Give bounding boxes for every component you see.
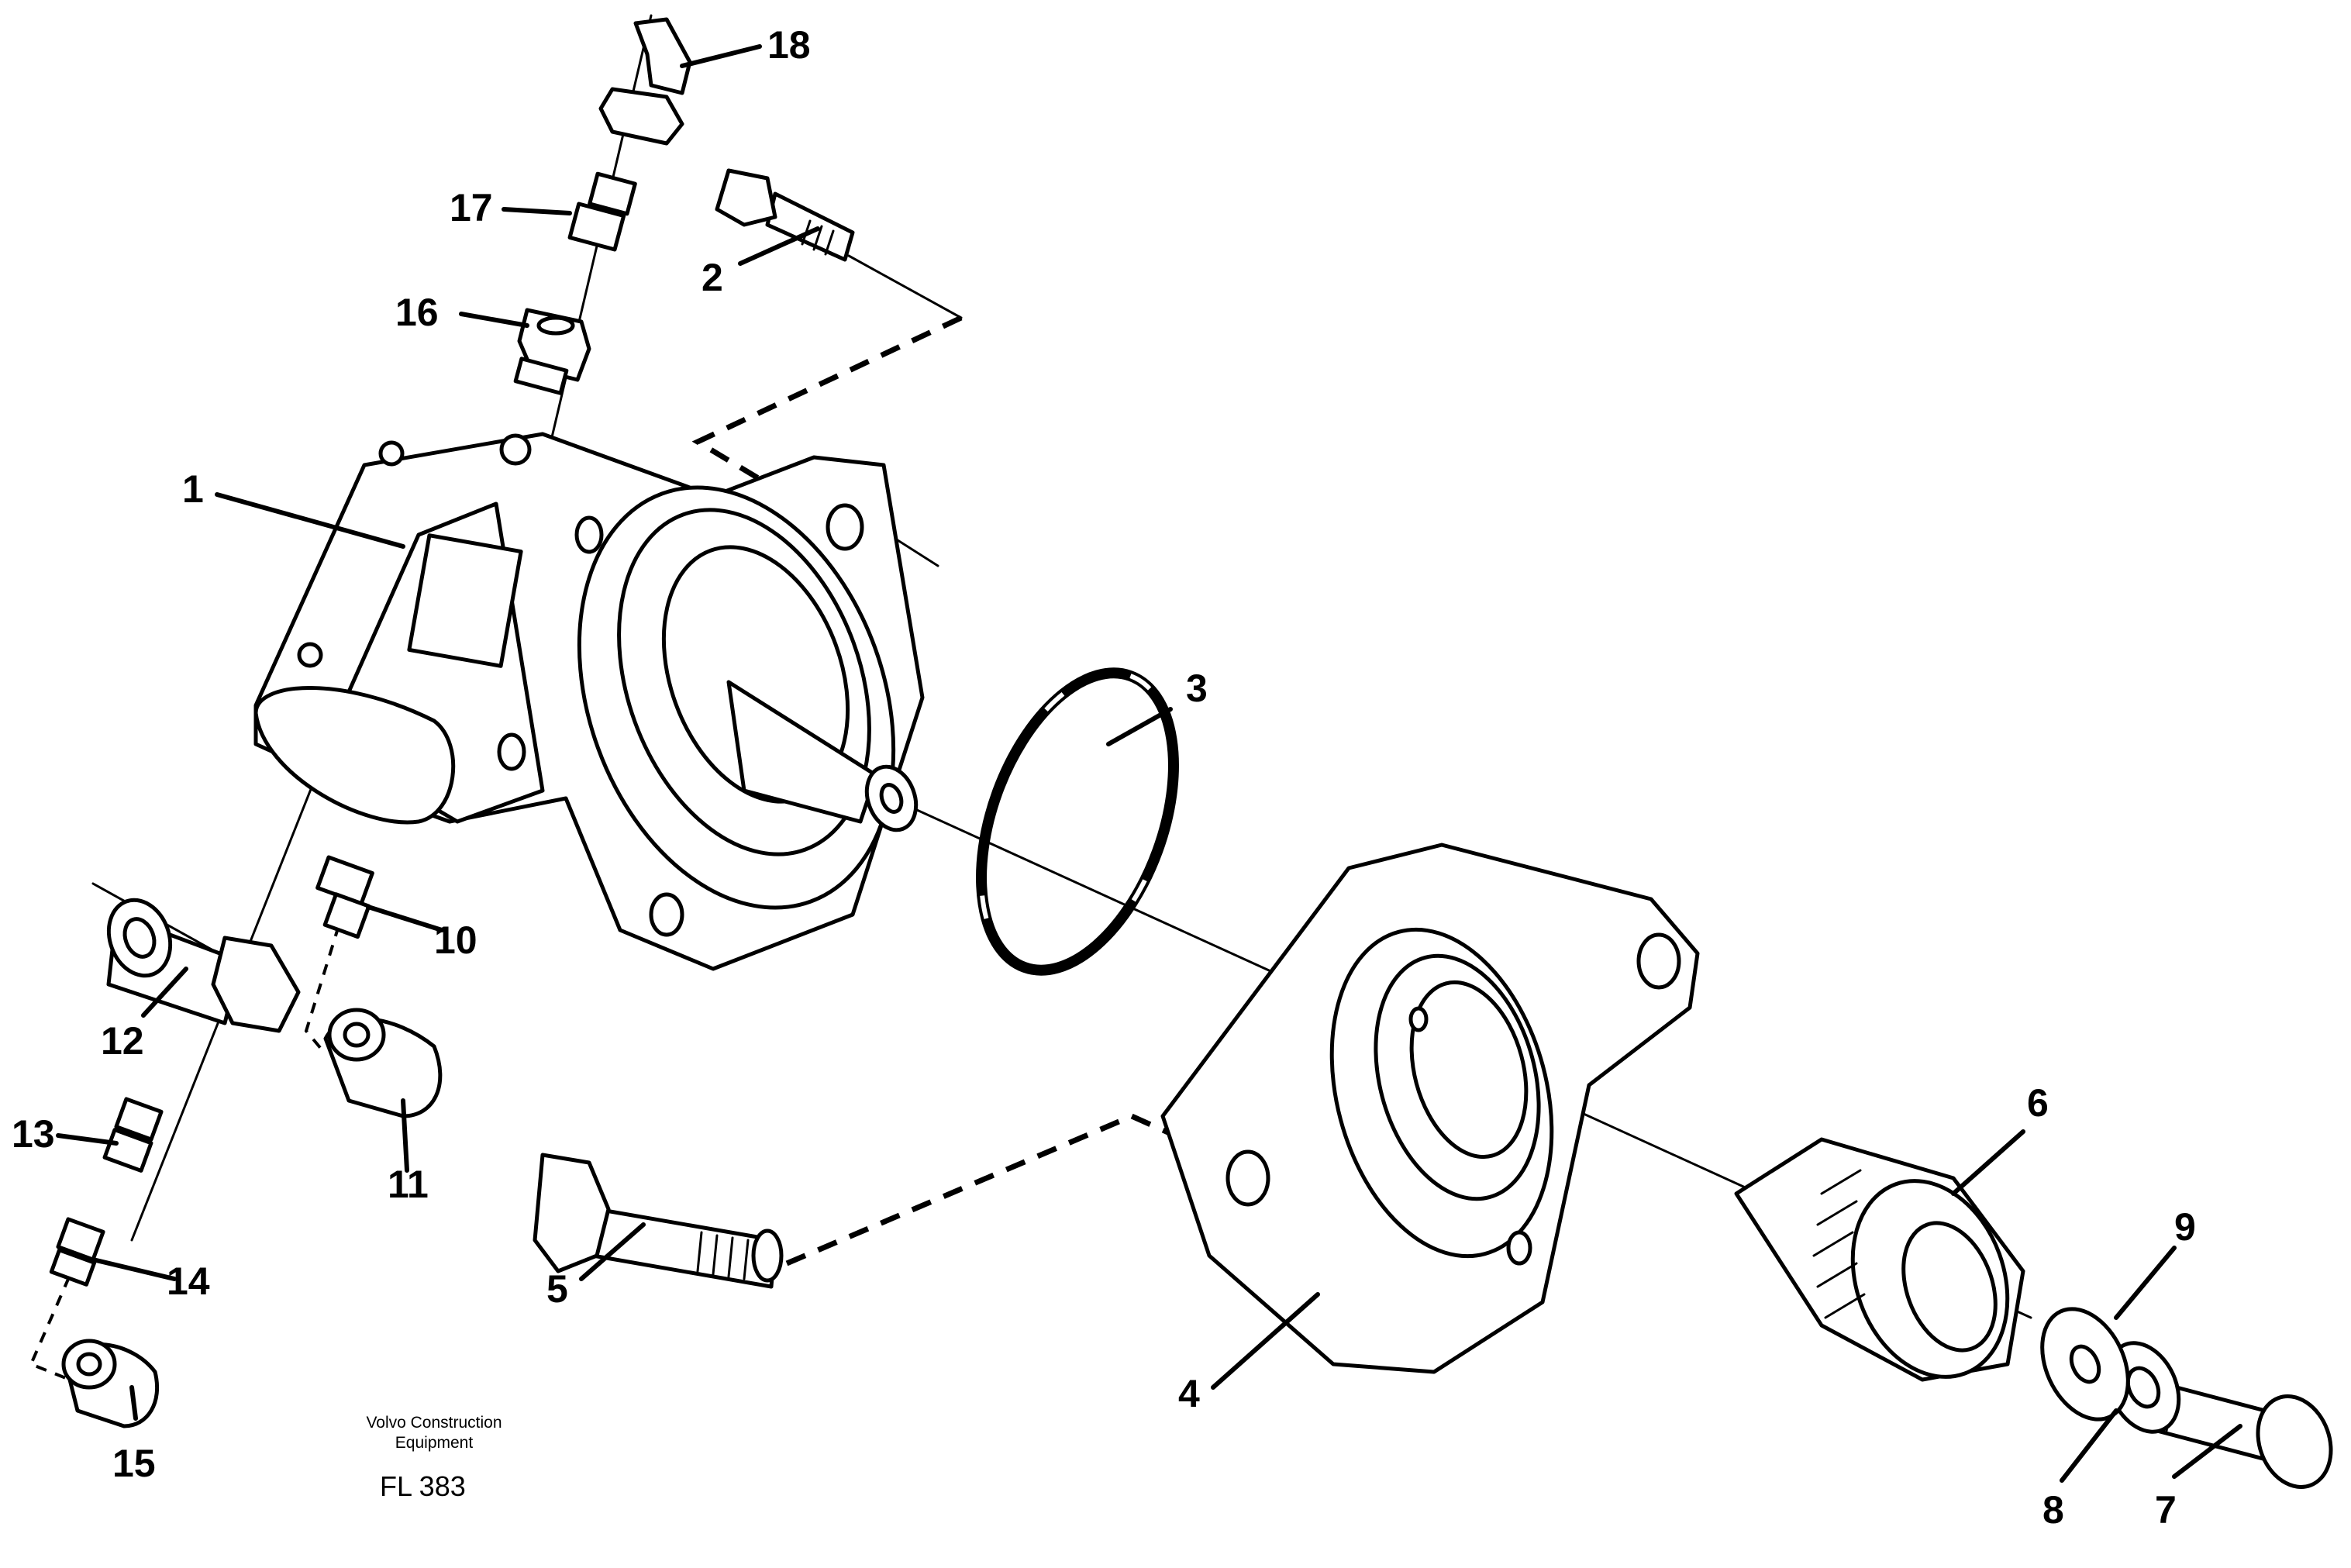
- label-part-18: 18: [767, 23, 811, 67]
- part-18-elbow: [598, 17, 692, 146]
- part-2-bolt: [715, 168, 855, 262]
- label-part-11: 11: [388, 1163, 429, 1206]
- label-part-13: 13: [12, 1112, 55, 1156]
- credit-company: Volvo Construction: [366, 1414, 502, 1432]
- part-11-elbow-fitting: [323, 1008, 443, 1118]
- label-part-10: 10: [434, 918, 477, 962]
- label-part-2: 2: [702, 256, 723, 299]
- label-part-7: 7: [2155, 1488, 2177, 1532]
- part-6-gear-sleeve: [1734, 1137, 2025, 1382]
- part-1-hydraulic-motor: [253, 432, 925, 971]
- label-part-6: 6: [2027, 1081, 2049, 1125]
- part-3-o-ring: [976, 667, 1179, 976]
- figure-code: FL 383: [380, 1470, 466, 1502]
- part-10-nipple: [315, 855, 374, 939]
- label-part-3: 3: [1186, 667, 1208, 710]
- label-part-16: 16: [395, 291, 439, 334]
- label-part-9: 9: [2174, 1205, 2196, 1249]
- part-15-elbow-fitting: [61, 1339, 160, 1428]
- part-12-union: [106, 898, 301, 1033]
- label-part-5: 5: [546, 1267, 568, 1311]
- part-labels: 1 2 3 4 5 6 7 8 9 10 11 12 13 14 15 16 1…: [12, 23, 2196, 1532]
- credit-division: Equipment: [395, 1434, 474, 1452]
- part-16-adapter: [513, 308, 591, 395]
- part-4-flange: [1160, 843, 1700, 1374]
- part-9-washer: [2040, 1307, 2130, 1422]
- label-part-12: 12: [101, 1019, 144, 1063]
- label-part-17: 17: [450, 186, 493, 229]
- label-part-14: 14: [167, 1260, 210, 1303]
- part-17-nipple: [567, 171, 637, 252]
- label-part-1: 1: [182, 467, 204, 511]
- leader-lines: [56, 44, 2242, 1483]
- label-part-15: 15: [112, 1442, 156, 1485]
- credit-block: Volvo Construction Equipment FL 383: [366, 1414, 502, 1502]
- part-14-nipple: [49, 1217, 105, 1287]
- part-13-nipple: [102, 1097, 164, 1173]
- part-5-bolt: [533, 1153, 784, 1289]
- label-part-4: 4: [1178, 1372, 1200, 1415]
- label-part-8: 8: [2042, 1488, 2064, 1532]
